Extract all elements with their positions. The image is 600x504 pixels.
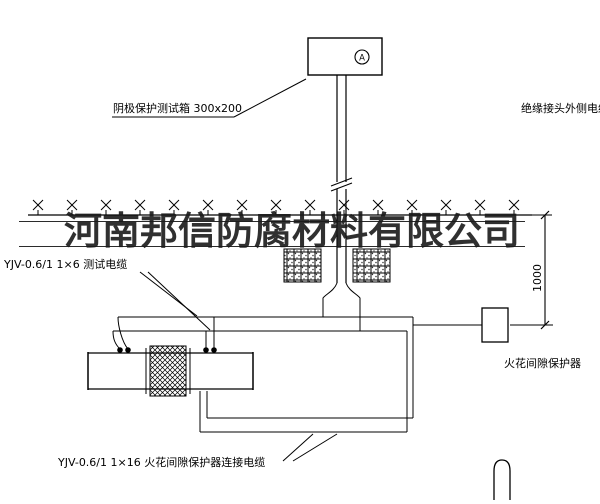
cable-terminal	[203, 347, 209, 353]
watermark-line-bottom	[19, 246, 525, 247]
watermark-line-top	[19, 221, 525, 222]
test-box-leader	[112, 78, 307, 118]
dimension-1000: 1000	[510, 210, 553, 330]
conduit-riser	[330, 75, 353, 283]
bottom-cable-leaders	[282, 433, 338, 462]
spark-gap-protector	[481, 307, 509, 343]
test-box: A	[307, 37, 383, 76]
watermark-text: 河南邦信防腐材料有限公司	[63, 208, 521, 253]
insulating-joint	[149, 345, 187, 397]
concrete-blocks	[283, 248, 391, 283]
dim-tick-bottom	[540, 320, 550, 330]
dimension-text: 1000	[531, 264, 544, 292]
test-cable-leaders	[139, 271, 211, 331]
ammeter-symbol: A	[359, 54, 365, 64]
pipeline	[87, 345, 254, 397]
cable-terminal	[117, 347, 123, 353]
pipe-riser-symbol	[493, 459, 511, 500]
ground-line	[28, 199, 532, 216]
cable-terminal	[125, 347, 131, 353]
test-cable-label: YJV-0.6/1 1×6 测试电缆	[4, 258, 128, 271]
test-box-label: 阴极保护测试箱 300x200	[113, 102, 242, 115]
insulation-joint-cable-label: 绝缘接头外侧电缆	[521, 102, 600, 115]
ammeter-circle-icon	[354, 49, 370, 65]
spark-gap-cable-label: YJV-0.6/1 1×16 火花间隙保护器连接电缆	[58, 456, 266, 469]
cable-terminal	[211, 347, 217, 353]
dim-tick-top	[540, 210, 550, 220]
spark-gap-label: 火花间隙保护器	[504, 357, 581, 370]
cable-runs	[112, 282, 482, 433]
